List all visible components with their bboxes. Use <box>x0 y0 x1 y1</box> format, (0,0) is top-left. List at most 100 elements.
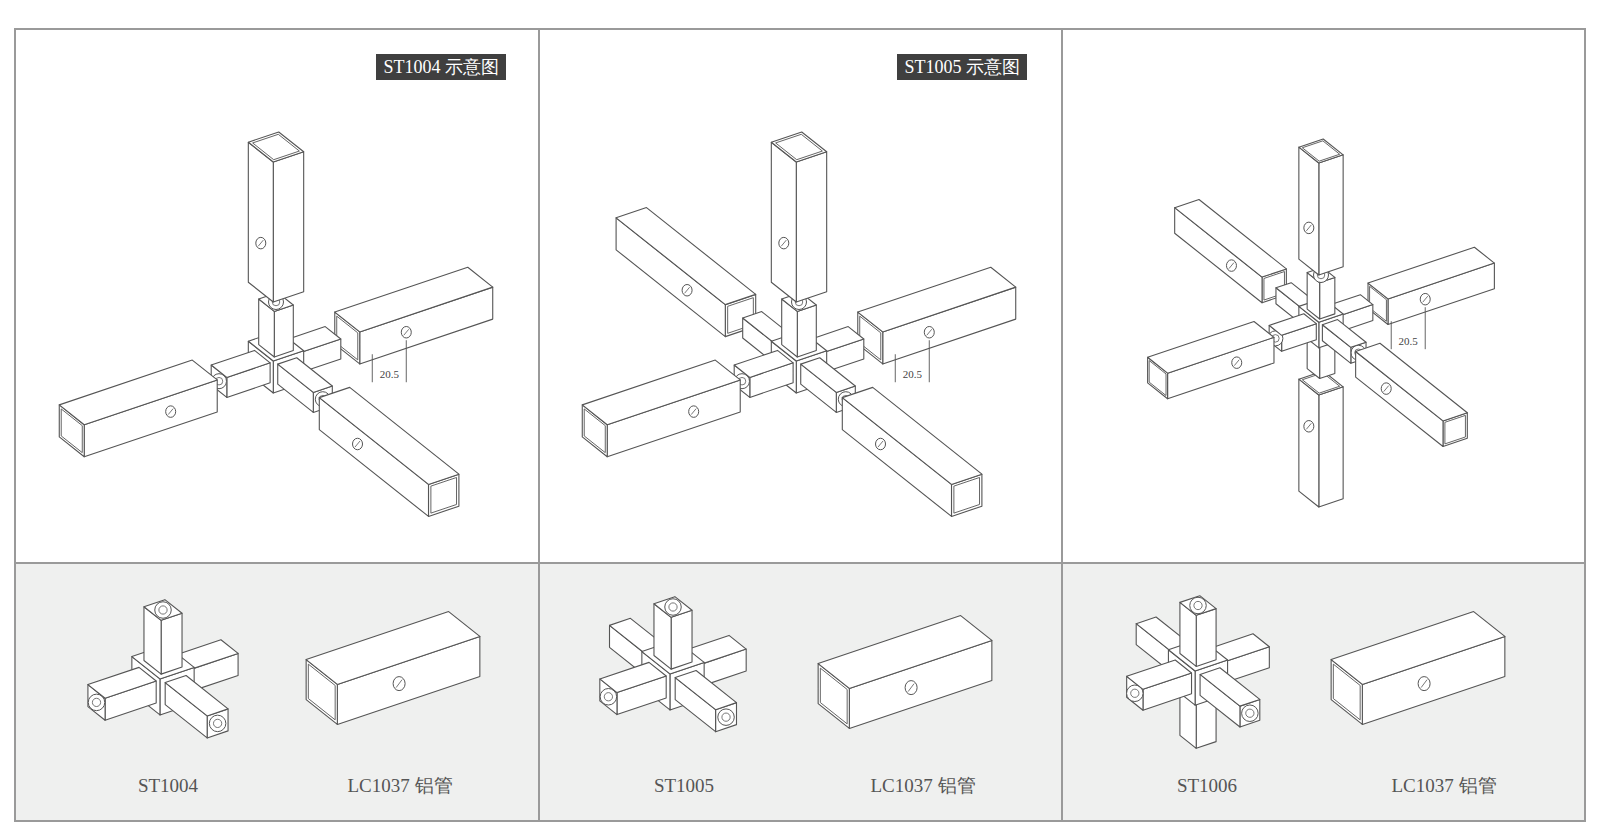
screw-hole <box>1229 263 1234 269</box>
face <box>796 152 826 302</box>
dimension-line <box>1391 321 1392 349</box>
face <box>59 360 217 425</box>
face <box>1148 321 1274 373</box>
screw-hole <box>1304 222 1314 234</box>
face <box>616 208 756 305</box>
face <box>771 132 826 162</box>
face <box>1299 139 1343 163</box>
screw-hole <box>1381 383 1391 395</box>
screw-hole <box>393 677 405 691</box>
screw-hole <box>404 329 409 335</box>
title-tag: ST1004 示意图 <box>376 54 506 80</box>
aluminium-tube <box>818 616 992 729</box>
face <box>771 142 796 302</box>
clip-end <box>1190 597 1207 614</box>
face <box>1200 668 1260 706</box>
title-tag: ST1005 示意图 <box>897 54 1027 80</box>
screw-hole <box>1420 293 1430 305</box>
face <box>248 142 273 302</box>
face <box>801 358 856 393</box>
screw-hole <box>1423 296 1428 302</box>
screw-hole <box>1306 423 1311 429</box>
connector-assembly <box>59 132 492 516</box>
clip-end <box>92 698 100 706</box>
clip-end <box>665 599 682 616</box>
face <box>306 612 480 685</box>
dimension-line <box>895 354 896 382</box>
tube-name: LC1037 铝管 <box>870 773 975 799</box>
face <box>1269 314 1316 336</box>
screw-hole <box>1418 677 1430 691</box>
face <box>1180 596 1216 616</box>
face <box>1196 609 1216 667</box>
tube-opening <box>253 134 300 159</box>
screw-hole <box>1306 225 1311 231</box>
face <box>1320 277 1335 319</box>
dimension-line <box>372 354 373 382</box>
connector-assembly <box>600 597 746 732</box>
face <box>1322 320 1366 348</box>
clip-end <box>209 715 226 732</box>
screw-hole <box>689 406 699 418</box>
face <box>144 600 182 621</box>
tube-name: LC1037 铝管 <box>1391 773 1496 799</box>
screw-hole <box>1304 421 1314 433</box>
screw-hole <box>396 680 402 688</box>
screw-hole <box>401 326 411 338</box>
face <box>273 152 303 302</box>
screw-hole <box>1226 260 1236 272</box>
panel <box>539 563 1062 821</box>
tube-name: LC1037 铝管 <box>347 773 452 799</box>
screw-hole <box>876 438 886 450</box>
screw-hole <box>168 409 173 415</box>
connector-assembly <box>1127 596 1270 749</box>
tag-text: ST1005 示意图 <box>904 57 1020 77</box>
dimension-label: 20.5 <box>1399 335 1418 347</box>
clip-end <box>1131 689 1139 697</box>
face <box>161 613 182 674</box>
face <box>248 132 303 162</box>
dimension-label: 20.5 <box>903 368 922 380</box>
screw-hole <box>353 438 363 450</box>
part-name: ST1005 <box>654 775 714 797</box>
clip-end <box>159 606 167 614</box>
screw-hole <box>908 684 914 692</box>
clip-end <box>1194 601 1202 609</box>
dimension-line <box>929 340 930 382</box>
face <box>842 387 982 484</box>
panel <box>15 563 539 821</box>
panel <box>1062 563 1585 821</box>
face <box>1299 147 1319 275</box>
screw-hole <box>355 441 360 447</box>
screw-hole <box>691 409 696 415</box>
screw-hole <box>256 237 266 249</box>
panel <box>15 29 539 563</box>
face <box>1356 343 1468 421</box>
clip-end <box>1242 705 1259 722</box>
tube-opening <box>1302 141 1339 161</box>
screw-hole <box>1384 386 1389 392</box>
face <box>1319 155 1343 275</box>
face <box>335 267 493 332</box>
face <box>582 360 740 425</box>
clip-end <box>669 603 677 611</box>
connector-assembly <box>1148 139 1495 507</box>
face <box>818 616 992 689</box>
clip-end <box>722 713 730 721</box>
screw-hole <box>878 441 883 447</box>
face <box>165 676 228 716</box>
face <box>211 350 270 377</box>
face <box>734 350 793 377</box>
face <box>675 671 736 710</box>
face <box>797 305 816 357</box>
dimension-line <box>1425 307 1426 349</box>
face <box>600 662 666 692</box>
screw-hole <box>1421 680 1427 688</box>
face <box>858 267 1016 332</box>
face <box>319 387 459 484</box>
face <box>88 667 156 698</box>
screw-hole <box>258 240 263 246</box>
screw-hole <box>1232 357 1242 369</box>
